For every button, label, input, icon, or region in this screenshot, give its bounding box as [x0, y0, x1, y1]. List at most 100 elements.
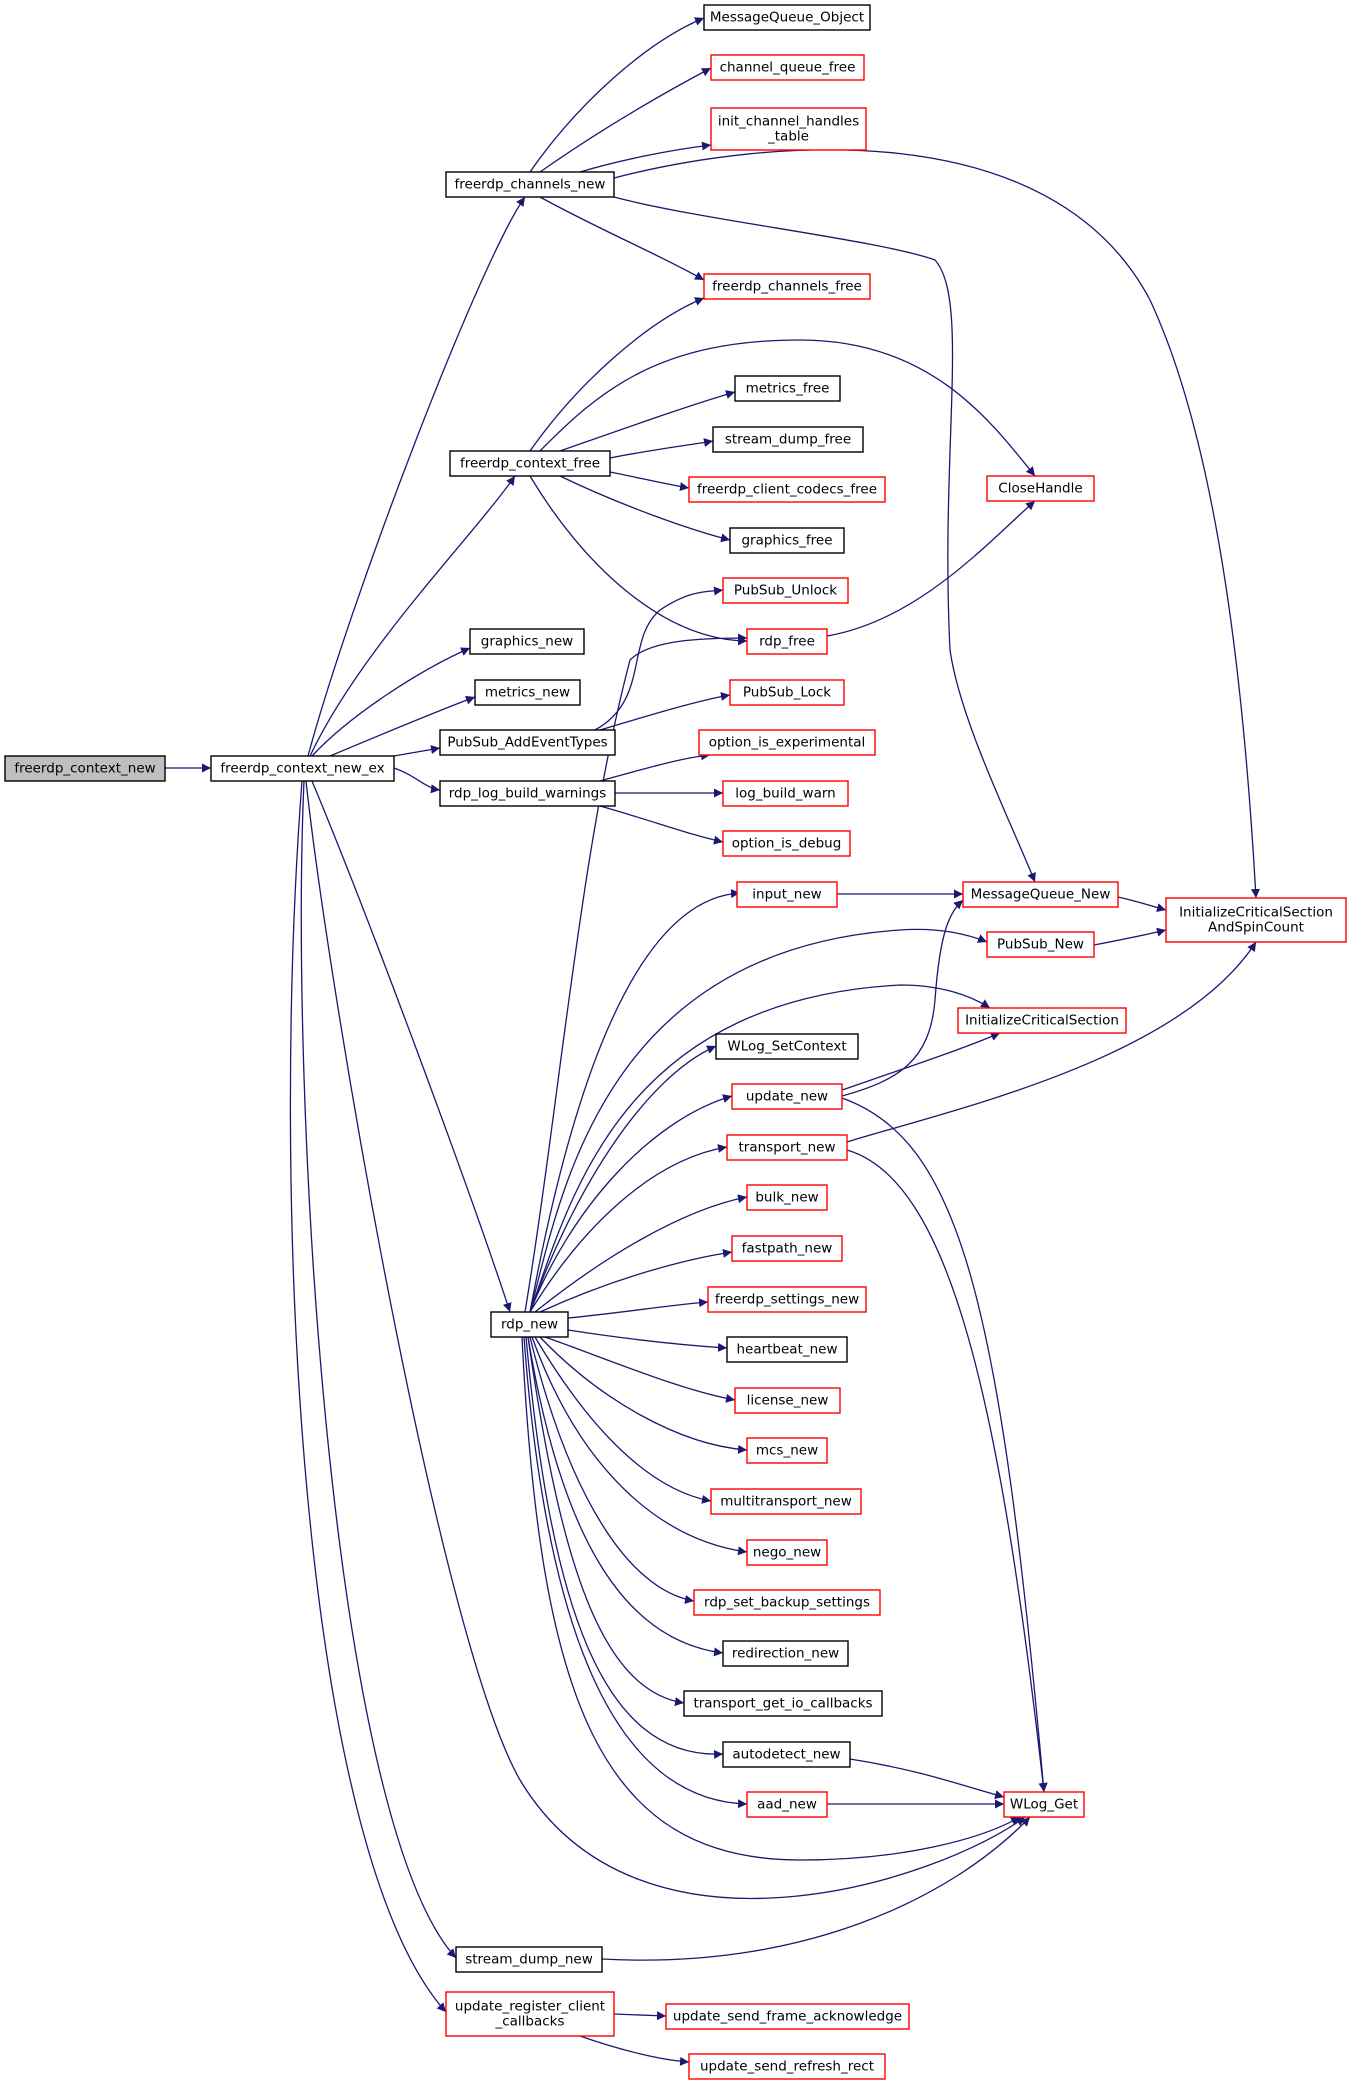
node-label: graphics_new — [481, 634, 573, 650]
edge-freerdp_channels_new-to-MessageQueue_Object — [529, 17, 705, 173]
node-label: update_send_refresh_rect — [700, 2059, 874, 2075]
edge-freerdp_channels_new-to-channel_queue_free — [539, 67, 712, 173]
node-transport_get_io_callbacks[interactable]: transport_get_io_callbacks — [683, 1690, 883, 1717]
edge-freerdp_context_free-to-graphics_free — [559, 475, 731, 543]
edge-rdp_free-to-CloseHandle — [826, 500, 1036, 637]
edge-update_register_client_callbacks-to-update_send_frame_acknowledge — [613, 2011, 667, 2021]
node-PubSub_AddEventTypes[interactable]: PubSub_AddEventTypes — [439, 729, 616, 756]
node-label: update_send_frame_acknowledge — [673, 2009, 902, 2025]
node-box — [1003, 1791, 1085, 1818]
node-metrics_free[interactable]: metrics_free — [734, 375, 841, 402]
node-box — [439, 780, 616, 807]
node-license_new[interactable]: license_new — [734, 1387, 841, 1414]
node-PubSub_Lock[interactable]: PubSub_Lock — [729, 679, 845, 706]
node-box — [734, 375, 841, 402]
node-label: log_build_warn — [735, 786, 835, 802]
node-box — [722, 1741, 851, 1768]
node-rdp_free[interactable]: rdp_free — [746, 628, 828, 655]
node-box — [712, 426, 864, 453]
node-fastpath_new[interactable]: fastpath_new — [731, 1235, 843, 1262]
node-box — [957, 1007, 1127, 1034]
edge-freerdp_context_new_ex-to-freerdp_context_free — [309, 475, 516, 757]
edge-rdp_new-to-input_new — [529, 889, 741, 1313]
node-label: InitializeCriticalSection — [1179, 905, 1333, 921]
node-update_new[interactable]: update_new — [731, 1083, 843, 1110]
node-box — [729, 679, 845, 706]
node-box — [736, 881, 838, 908]
node-label: PubSub_Lock — [743, 685, 831, 701]
edge-rdp_new-to-transport_get_io_callbacks — [527, 1336, 685, 1707]
node-WLog_Get[interactable]: WLog_Get — [1003, 1791, 1085, 1818]
edge-freerdp_channels_new-to-init_channel_handles_table — [579, 141, 712, 173]
node-stream_dump_new[interactable]: stream_dump_new — [455, 1946, 603, 1973]
node-box — [722, 577, 849, 604]
node-freerdp_context_new_ex[interactable]: freerdp_context_new_ex — [210, 755, 395, 782]
node-nego_new[interactable]: nego_new — [746, 1539, 828, 1566]
node-freerdp_client_codecs_free[interactable]: freerdp_client_codecs_free — [688, 476, 886, 503]
node-box — [746, 1184, 828, 1211]
edge-autodetect_new-to-WLog_Get — [849, 1758, 1005, 1799]
node-label: AndSpinCount — [1208, 920, 1304, 936]
node-label: graphics_free — [741, 533, 832, 549]
node-init_channel_handles_table[interactable]: init_channel_handles_table — [710, 107, 867, 151]
edge-freerdp_context_new_ex-to-rdp_log_build_warnings — [393, 767, 441, 794]
node-autodetect_new[interactable]: autodetect_new — [722, 1741, 851, 1768]
node-MessageQueue_New[interactable]: MessageQueue_New — [962, 881, 1119, 908]
node-transport_new[interactable]: transport_new — [726, 1134, 848, 1161]
node-InitializeCriticalSection[interactable]: InitializeCriticalSection — [957, 1007, 1127, 1034]
edge-transport_new-to-WLog_Get — [846, 1149, 1048, 1793]
edge-stream_dump_new-to-WLog_Get — [601, 1816, 1031, 1961]
node-freerdp_settings_new[interactable]: freerdp_settings_new — [707, 1286, 867, 1313]
node-graphics_free[interactable]: graphics_free — [729, 527, 845, 554]
node-box — [726, 1134, 848, 1161]
node-channel_queue_free[interactable]: channel_queue_free — [710, 54, 865, 81]
node-log_build_warn[interactable]: log_build_warn — [722, 780, 849, 807]
node-MessageQueue_Object[interactable]: MessageQueue_Object — [703, 4, 871, 31]
edge-rdp_new-to-transport_new — [529, 1144, 728, 1313]
node-label: rdp_new — [501, 1317, 558, 1333]
node-mcs_new[interactable]: mcs_new — [746, 1437, 828, 1464]
node-PubSub_New[interactable]: PubSub_New — [986, 931, 1095, 958]
node-option_is_experimental[interactable]: option_is_experimental — [698, 729, 876, 756]
node-option_is_debug[interactable]: option_is_debug — [722, 830, 851, 857]
node-label: channel_queue_free — [720, 60, 856, 76]
node-bulk_new[interactable]: bulk_new — [746, 1184, 828, 1211]
edge-rdp_new-to-rdp_set_backup_settings — [529, 1336, 695, 1604]
node-label: metrics_new — [485, 685, 570, 701]
node-label: freerdp_context_new — [14, 761, 155, 777]
node-label: license_new — [747, 1393, 829, 1409]
node-update_register_client_callbacks[interactable]: update_register_client_callbacks — [445, 1991, 615, 2037]
node-update_send_frame_acknowledge[interactable]: update_send_frame_acknowledge — [665, 2003, 910, 2030]
node-metrics_new[interactable]: metrics_new — [474, 679, 581, 706]
node-aad_new[interactable]: aad_new — [746, 1791, 828, 1818]
node-CloseHandle[interactable]: CloseHandle — [986, 475, 1095, 502]
node-update_send_refresh_rect[interactable]: update_send_refresh_rect — [688, 2053, 886, 2080]
node-label: WLog_Get — [1010, 1797, 1078, 1813]
node-label: mcs_new — [756, 1443, 818, 1459]
node-freerdp_channels_new[interactable]: freerdp_channels_new — [445, 171, 615, 198]
node-input_new[interactable]: input_new — [736, 881, 838, 908]
edge-freerdp_context_new_ex-to-rdp_new — [311, 780, 512, 1313]
node-rdp_new[interactable]: rdp_new — [490, 1311, 569, 1338]
node-label: freerdp_context_free — [460, 456, 600, 472]
node-box — [962, 881, 1119, 908]
node-freerdp_context_free[interactable]: freerdp_context_free — [449, 450, 611, 477]
node-label: InitializeCriticalSection — [965, 1013, 1119, 1029]
node-rdp_set_backup_settings[interactable]: rdp_set_backup_settings — [693, 1589, 881, 1616]
node-heartbeat_new[interactable]: heartbeat_new — [726, 1336, 848, 1363]
node-multitransport_new[interactable]: multitransport_new — [710, 1488, 862, 1515]
node-PubSub_Unlock[interactable]: PubSub_Unlock — [722, 577, 849, 604]
node-stream_dump_free[interactable]: stream_dump_free — [712, 426, 864, 453]
node-freerdp_channels_free[interactable]: freerdp_channels_free — [703, 273, 871, 300]
node-box — [731, 1083, 843, 1110]
node-graphics_new[interactable]: graphics_new — [469, 628, 585, 655]
node-redirection_new[interactable]: redirection_new — [722, 1640, 849, 1667]
node-rdp_log_build_warnings[interactable]: rdp_log_build_warnings — [439, 780, 616, 807]
node-label: option_is_experimental — [709, 735, 866, 751]
node-label: update_new — [746, 1089, 828, 1105]
node-WLog_SetContext[interactable]: WLog_SetContext — [715, 1033, 859, 1060]
edge-update_new-to-InitializeCriticalSection — [841, 1032, 1001, 1091]
node-label: MessageQueue_New — [971, 887, 1111, 903]
node-box — [1165, 897, 1347, 943]
